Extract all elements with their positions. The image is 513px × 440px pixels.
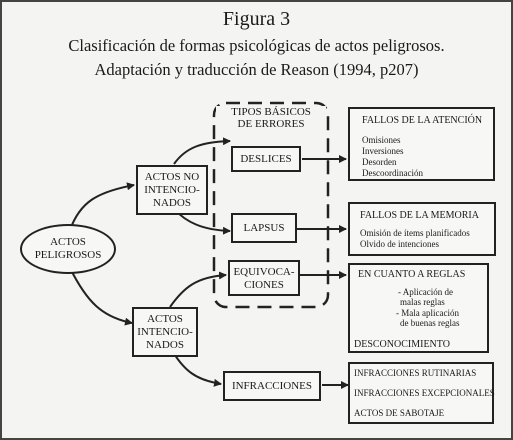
list-item: INFRACCIONES EXCEPCIONALES: [354, 388, 495, 398]
node-equivocaciones: EQUIVOCA- CIONES: [228, 260, 300, 296]
panel-heading: FALLOS DE LA MEMORIA: [360, 210, 479, 221]
edge-intended-to-equivocaciones: [169, 271, 227, 308]
list-item: - Aplicación de: [398, 287, 453, 297]
panel-heading: EN CUANTO A REGLAS: [358, 269, 466, 280]
node-actos-intencionados: ACTOS INTENCIO- NADOS: [132, 307, 198, 357]
node-lapsus: LAPSUS: [231, 213, 297, 243]
error-types-group-label: TIPOS BÁSICOS DE ERRORES: [216, 106, 326, 130]
list-item: Descoordinación: [362, 168, 423, 178]
node-deslices: DESLICES: [231, 146, 301, 172]
list-item: INFRACCIONES RUTINARIAS: [354, 368, 477, 378]
node-infracciones: INFRACCIONES: [223, 371, 321, 401]
panel-infracciones: INFRACCIONES RUTINARIAS INFRACCIONES EXC…: [348, 362, 495, 424]
panel-reglas: EN CUANTO A REGLAS - Aplicación de malas…: [348, 263, 489, 353]
edge-unintended-to-deslices: [173, 137, 231, 165]
list-item: de buenas reglas: [400, 318, 460, 328]
list-item: Desorden: [362, 157, 397, 167]
figure-number: Figura 3: [222, 8, 291, 30]
list-item: malas reglas: [400, 297, 445, 307]
list-item: Olvido de intenciones: [360, 239, 439, 249]
panel-footer: DESCONOCIMIENTO: [354, 339, 450, 350]
node-actos-peligrosos: ACTOS PELIGROSOS: [20, 224, 116, 274]
figure-source: Adaptación y traducción de Reason (1994,…: [94, 60, 419, 79]
list-item: ACTOS DE SABOTAJE: [354, 408, 445, 418]
figure-title: Clasificación de formas psicológicas de …: [68, 36, 445, 55]
error-types-group-frame: [212, 101, 330, 309]
edge-root-to-intended: [69, 267, 133, 326]
edge-root-to-unintended: [69, 182, 135, 231]
panel-fallos-atencion: FALLOS DE LA ATENCIÓN Omisiones Inversio…: [348, 107, 495, 181]
list-item: Omisiones: [362, 135, 401, 145]
list-item: Inversiones: [362, 146, 404, 156]
node-actos-no-intencionados: ACTOS NO INTENCIO- NADOS: [136, 165, 208, 215]
panel-fallos-memoria: FALLOS DE LA MEMORIA Omisión de ítems pl…: [348, 202, 496, 256]
list-item: - Mala aplicación: [396, 308, 459, 318]
list-item: Omisión de ítems planificados: [360, 228, 470, 238]
panel-heading: FALLOS DE LA ATENCIÓN: [362, 115, 483, 126]
